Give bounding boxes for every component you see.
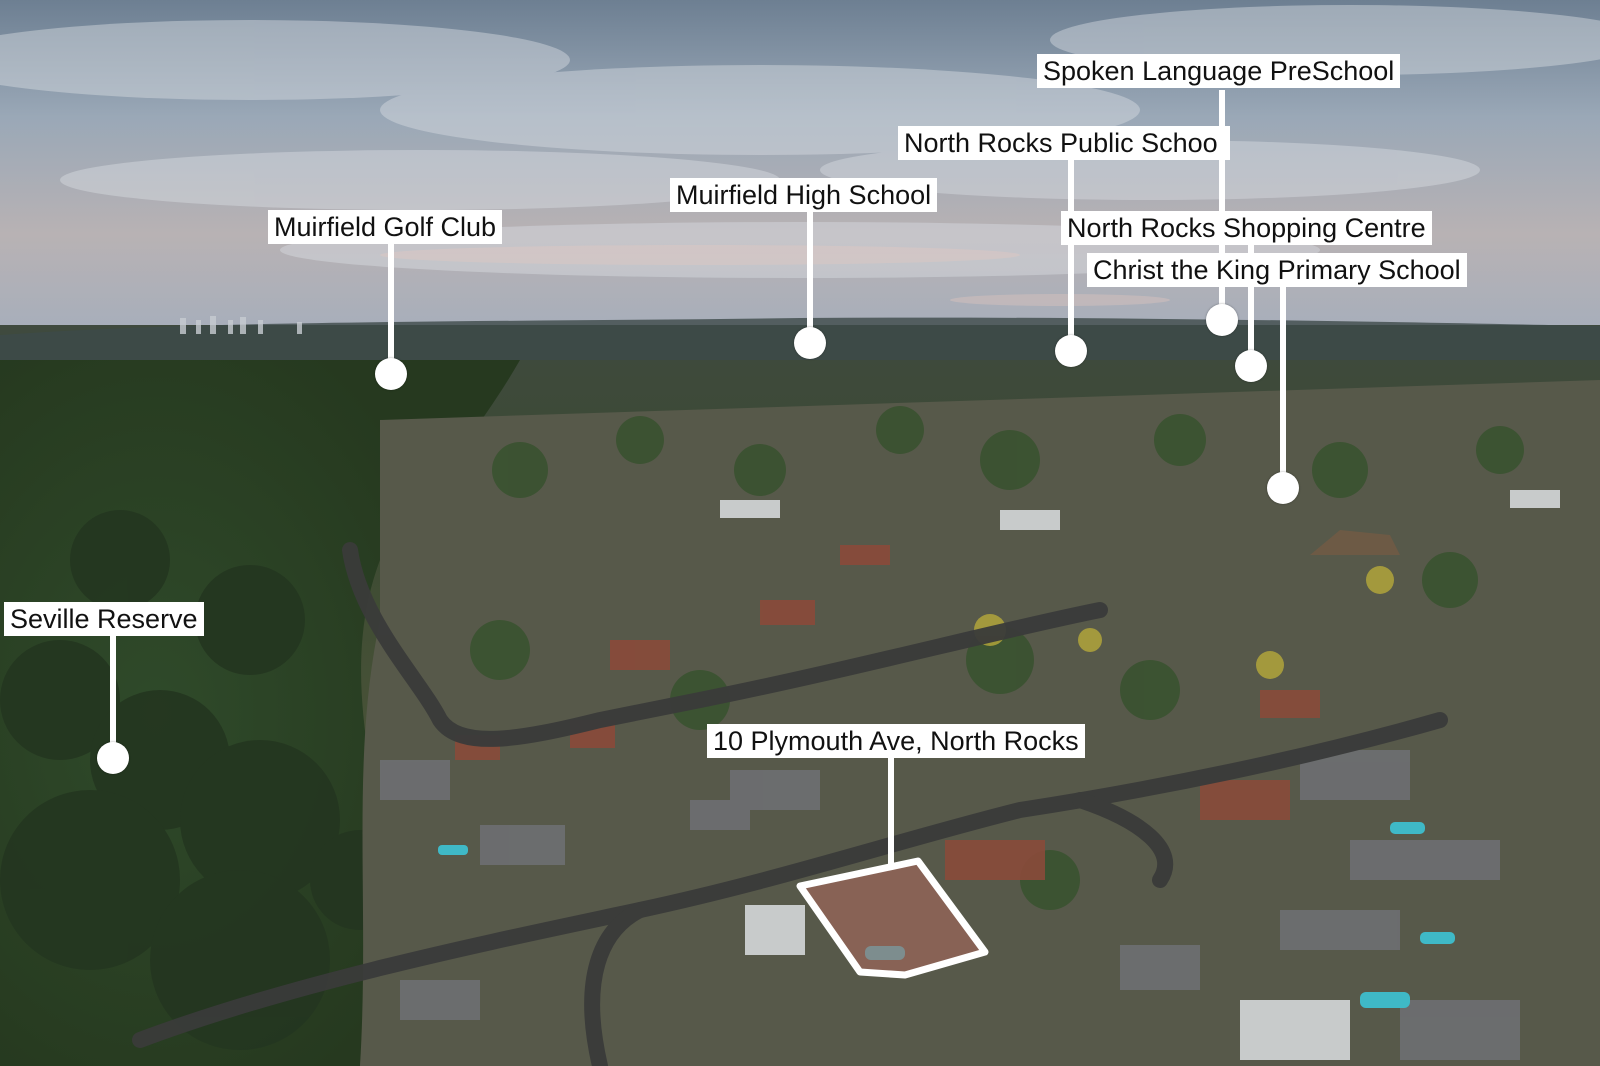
marker-stem <box>1219 90 1225 320</box>
poi-label: Christ the King Primary School <box>1087 253 1467 287</box>
marker-stem <box>1280 286 1286 486</box>
location-pin-icon <box>794 327 826 359</box>
poi-label: Spoken Language PreSchool <box>1037 54 1401 88</box>
poi-label: North Rocks Shopping Centre <box>1061 211 1432 245</box>
marker-stem <box>888 758 894 868</box>
poi-label: North Rocks Public School <box>898 126 1230 160</box>
property-outline <box>796 857 989 979</box>
poi-label: Muirfield Golf Club <box>268 210 503 244</box>
poi-label: Muirfield High School <box>670 178 938 212</box>
marker-stem <box>1068 160 1074 348</box>
marker-stem <box>807 212 813 342</box>
location-pin-icon <box>97 742 129 774</box>
marker-stem <box>1248 244 1254 364</box>
location-pin-icon <box>375 358 407 390</box>
property-label: 10 Plymouth Ave, North Rocks <box>707 724 1085 758</box>
marker-stem <box>110 630 116 750</box>
location-pin-icon <box>1206 304 1238 336</box>
poi-label: Seville Reserve <box>4 602 204 636</box>
location-pin-icon <box>1235 350 1267 382</box>
marker-stem <box>388 244 394 374</box>
location-pin-icon <box>1267 472 1299 504</box>
location-pin-icon <box>1055 335 1087 367</box>
